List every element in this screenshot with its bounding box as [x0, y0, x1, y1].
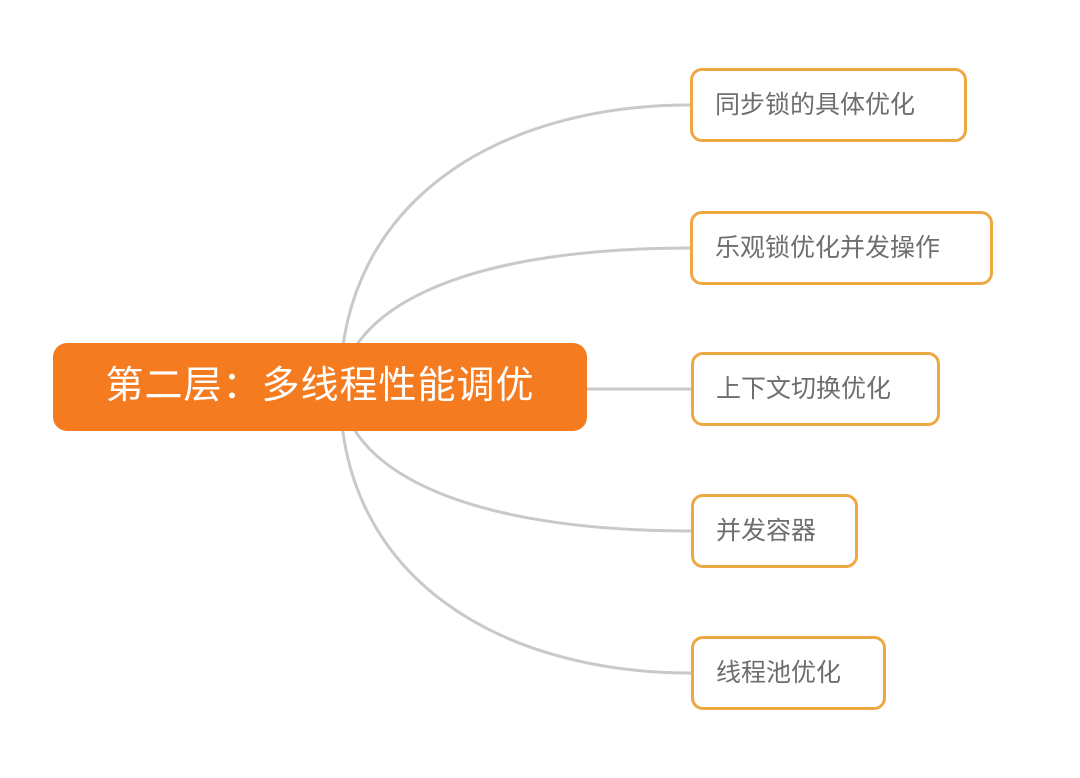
child-node-3[interactable]: 上下文切换优化 — [691, 352, 940, 426]
child-node-2-label: 乐观锁优化并发操作 — [715, 234, 941, 262]
child-node-4[interactable]: 并发容器 — [691, 494, 858, 568]
child-node-5[interactable]: 线程池优化 — [691, 636, 886, 710]
connector-branch-5 — [338, 387, 693, 675]
child-node-1[interactable]: 同步锁的具体优化 — [690, 68, 967, 142]
root-node[interactable]: 第二层：多线程性能调优 — [53, 343, 587, 431]
child-node-5-label: 线程池优化 — [716, 659, 842, 687]
child-node-4-label: 并发容器 — [716, 517, 817, 545]
child-node-2[interactable]: 乐观锁优化并发操作 — [690, 211, 993, 285]
root-node-label: 第二层：多线程性能调优 — [105, 365, 535, 408]
child-node-1-label: 同步锁的具体优化 — [715, 91, 916, 119]
child-node-3-label: 上下文切换优化 — [716, 375, 892, 403]
